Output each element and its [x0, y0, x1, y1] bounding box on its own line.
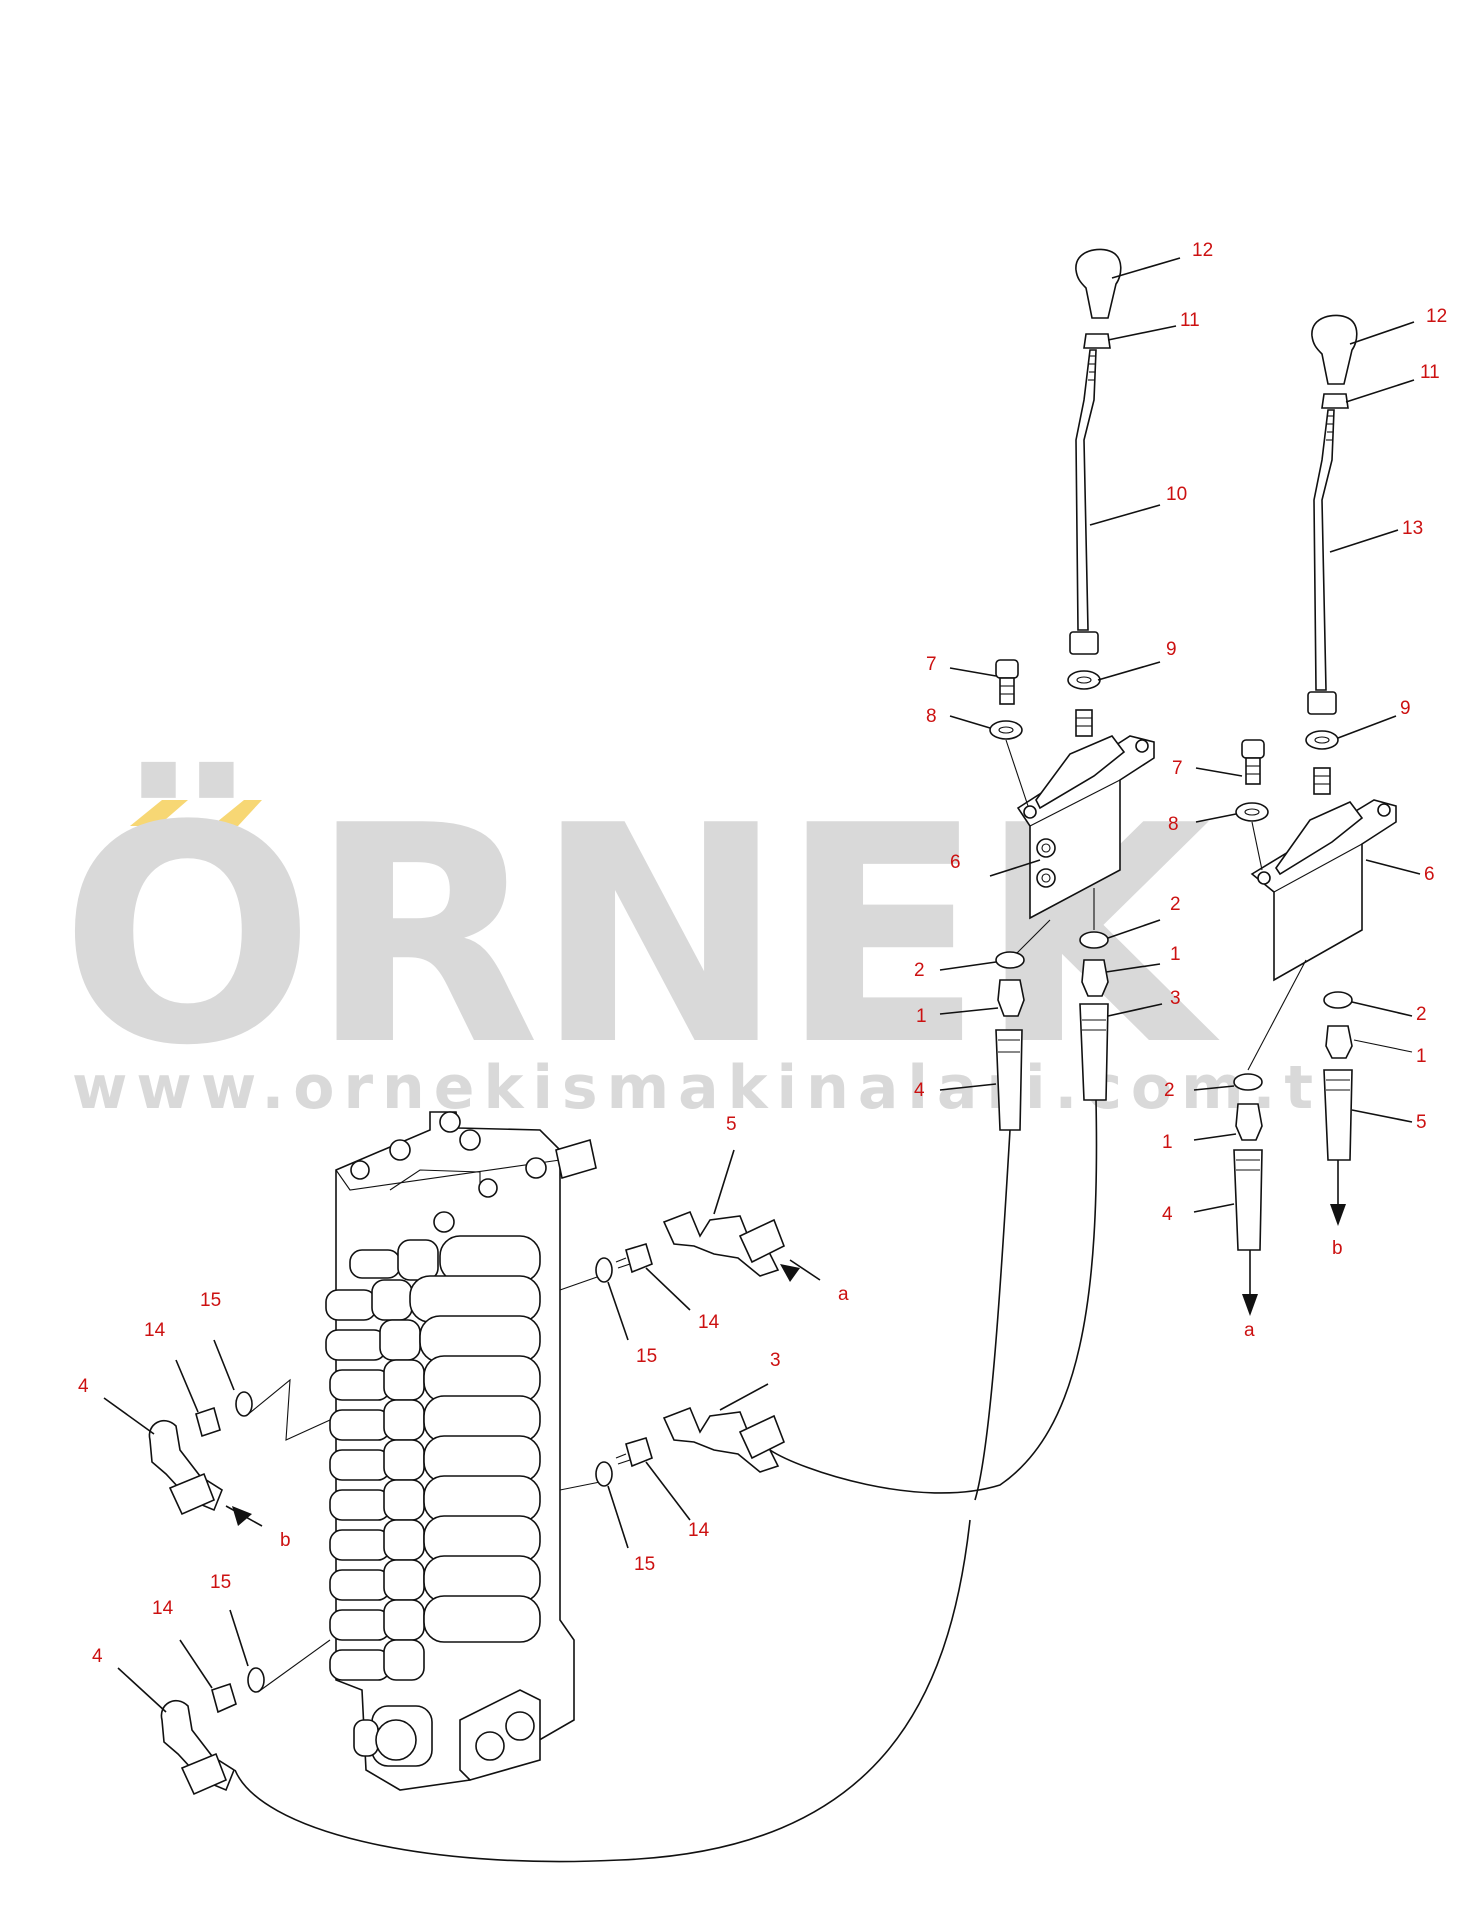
adapter-14-upper — [625, 1243, 653, 1274]
callout-8: 8 — [926, 706, 937, 727]
flow-arrow-a-upper — [780, 1264, 800, 1282]
rod-collar-right — [1307, 691, 1337, 715]
callout-14: 14 — [698, 1312, 720, 1333]
adapter-1-right-a — [1235, 1103, 1263, 1141]
hose-end-3-left — [1079, 1003, 1109, 1101]
callout-13: 13 — [1402, 518, 1423, 539]
valve-sections — [325, 1235, 541, 1681]
knob-12-right — [1311, 314, 1358, 385]
rod-collar-left — [1069, 631, 1099, 655]
callout-6: 6 — [950, 852, 961, 873]
nut-11-left — [1083, 333, 1111, 349]
watermark-url: www.ornekismakinalari.com.tr — [72, 1053, 1361, 1123]
callout-7: 7 — [926, 654, 937, 675]
hose-end-4-left-a — [995, 1029, 1023, 1131]
hose-end-4-right — [1233, 1149, 1263, 1251]
knob-12-left — [1075, 248, 1122, 319]
callout-1: 1 — [1416, 1046, 1427, 1067]
callout-14: 14 — [688, 1520, 710, 1541]
callout-12: 12 — [1426, 306, 1447, 327]
callout-2: 2 — [1164, 1080, 1175, 1101]
washer-8-left — [989, 720, 1023, 740]
flow-arrow-b-right — [1330, 1204, 1346, 1226]
callout-6: 6 — [1424, 864, 1435, 885]
fitting-set-left-lower — [117, 1609, 265, 1796]
bolt-7-right — [1241, 739, 1265, 759]
lever-assembly-left — [939, 248, 1181, 1131]
o-ring-15-upper — [595, 1257, 613, 1283]
callout-4: 4 — [78, 1376, 89, 1397]
callout-7: 7 — [1172, 758, 1183, 779]
flow-arrow-a-right — [1242, 1294, 1258, 1316]
callout-2: 2 — [1170, 894, 1181, 915]
o-ring-15-lower — [595, 1461, 613, 1487]
callout-labels: 12 11 10 9 7 8 6 2 1 2 1 3 4 12 11 13 9 … — [78, 240, 1447, 1667]
control-valve-block — [245, 1111, 601, 1791]
callout-1: 1 — [916, 1006, 927, 1027]
washer-9-left — [1067, 670, 1101, 690]
callout-4: 4 — [914, 1080, 925, 1101]
hose-end-5-right — [1323, 1069, 1353, 1161]
callout-5: 5 — [726, 1114, 737, 1135]
watermark-accent-right — [212, 800, 262, 826]
callout-8: 8 — [1168, 814, 1179, 835]
fitting-set-left-upper — [103, 1339, 263, 1527]
adapter-14-left-lower — [211, 1682, 237, 1714]
callout-4: 4 — [92, 1646, 103, 1667]
callout-4: 4 — [1162, 1204, 1173, 1225]
adapter-14-lower — [625, 1437, 653, 1468]
adapter-14-left-upper — [195, 1406, 221, 1438]
o-ring-15-left-upper — [235, 1391, 253, 1417]
callout-15: 15 — [636, 1346, 657, 1367]
callout-1: 1 — [1162, 1132, 1173, 1153]
o-ring-2-right-a — [1233, 1073, 1263, 1091]
fitting-set-lower — [595, 1383, 786, 1549]
callout-3: 3 — [1170, 988, 1181, 1009]
washer-8-right — [1235, 802, 1269, 822]
lever-rod-13 — [1313, 409, 1335, 691]
callout-14: 14 — [144, 1320, 166, 1341]
callout-2: 2 — [1416, 1004, 1427, 1025]
flow-label-a: a — [838, 1284, 849, 1305]
adapter-1-left-a — [997, 979, 1025, 1017]
callout-10: 10 — [1166, 484, 1187, 505]
flow-labels: a b a b — [280, 1238, 1343, 1551]
lever-assembly-right — [1193, 314, 1421, 1316]
fitting-set-upper — [595, 1149, 821, 1341]
callout-5: 5 — [1416, 1112, 1427, 1133]
o-ring-2-left-a — [995, 951, 1025, 969]
callout-1: 1 — [1170, 944, 1181, 965]
callout-12: 12 — [1192, 240, 1213, 261]
flow-label-b: b — [1332, 1238, 1343, 1259]
elbow-5-upper — [662, 1210, 780, 1277]
nut-11-right — [1321, 393, 1349, 409]
callout-9: 9 — [1400, 698, 1411, 719]
elbow-3-lower — [662, 1406, 780, 1473]
flow-arrow-b-left — [232, 1506, 252, 1526]
bolt-7-left — [995, 659, 1019, 679]
hydraulic-lines — [234, 1099, 1098, 1863]
o-ring-15-left-lower — [247, 1667, 265, 1693]
callout-14: 14 — [152, 1598, 174, 1619]
adapter-1-left-b — [1081, 959, 1109, 997]
callout-15: 15 — [200, 1290, 221, 1311]
callout-2: 2 — [914, 960, 925, 981]
adapter-1-right-b — [1325, 1025, 1353, 1059]
washer-9-right — [1305, 730, 1339, 750]
watermark-accent-left — [130, 800, 188, 826]
flow-label-b: b — [280, 1530, 291, 1551]
callout-11: 11 — [1180, 310, 1200, 331]
watermark: ÖRNEK www.ornekismakinalari.com.tr — [60, 759, 1361, 1123]
callout-9: 9 — [1166, 639, 1177, 660]
o-ring-2-left-b — [1079, 931, 1109, 949]
o-ring-2-right-b — [1323, 991, 1353, 1009]
lever-rod-10 — [1075, 349, 1097, 631]
callout-15: 15 — [634, 1554, 655, 1575]
callout-11: 11 — [1420, 362, 1440, 383]
callout-15: 15 — [210, 1572, 231, 1593]
flow-label-a: a — [1244, 1320, 1255, 1341]
callout-3: 3 — [770, 1350, 781, 1371]
